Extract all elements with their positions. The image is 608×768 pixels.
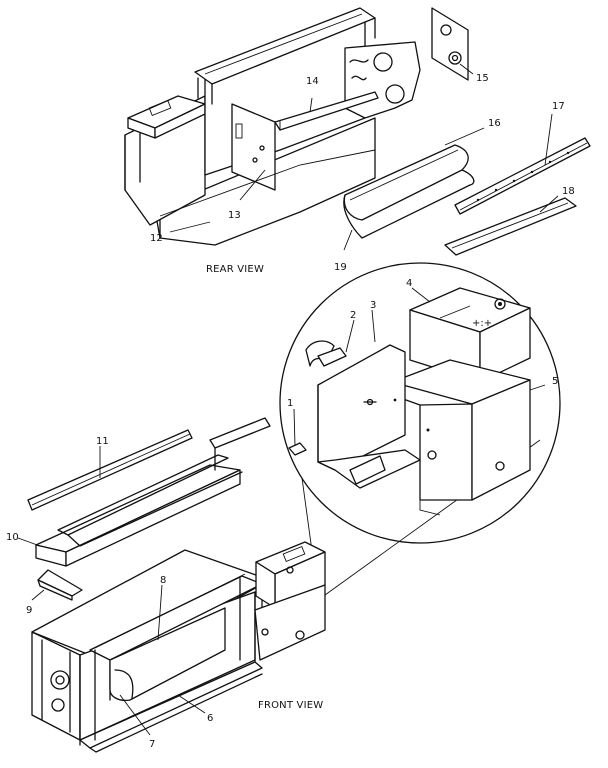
callout-6: 6 [207,713,213,724]
callout-14: 14 [306,76,319,87]
part-9-bracket [37,569,83,601]
callout-8: 8 [160,575,166,586]
callout-19: 19 [334,262,347,273]
part-15-end-plate [431,7,469,81]
part-4-top-box: +:+ [409,287,531,383]
part-13-side-panel [231,103,276,191]
rear-view-assembly [124,7,421,246]
part-7-inner-panel [109,607,226,702]
leader-lines [17,63,559,736]
front-right-end [254,584,326,661]
part-11-long-rail [27,429,193,511]
callout-16: 16 [488,118,501,129]
rear-right-wall-hole-2 [385,84,405,104]
callout-3: 3 [370,300,376,311]
callout-13: 13 [228,210,241,221]
rear-view-caption: REAR VIEW [206,264,264,275]
callout-7: 7 [149,739,155,750]
part-18-channel [444,197,577,256]
svg-text:+:+: +:+ [472,318,492,329]
callout-10: 10 [6,532,19,543]
front-view-caption: FRONT VIEW [258,700,323,711]
front-view-assembly [31,541,326,753]
part-14-bracket [274,91,379,131]
callout-2: 2 [350,310,356,321]
callout-4: 4 [406,278,412,289]
callout-15: 15 [476,73,489,84]
detail-circle: +:+ [279,262,561,596]
part-16-curved-panel [343,144,475,239]
callout-5: 5 [552,376,558,387]
part-1-tab [288,442,307,456]
callout-1: 1 [287,398,293,409]
callout-11: 11 [96,436,109,447]
callout-18: 18 [562,186,575,197]
rear-right-wall-hole-1 [373,52,393,72]
callout-12: 12 [150,233,163,244]
part-17-long-strip [454,137,591,215]
part-6-base-strip [79,661,263,749]
part-5-lower-box [391,359,531,516]
callout-17: 17 [552,101,565,112]
callout-9: 9 [26,605,32,616]
front-left-wall-hole-2 [51,698,65,712]
part-10-channel-tray [35,417,271,567]
callout-labels: 1 2 3 4 5 6 7 8 9 10 11 12 13 14 15 16 1… [6,73,575,750]
front-left-wall-hole-1 [50,670,70,690]
part-2-clip [305,340,347,367]
part-3-back-panel [317,344,421,489]
